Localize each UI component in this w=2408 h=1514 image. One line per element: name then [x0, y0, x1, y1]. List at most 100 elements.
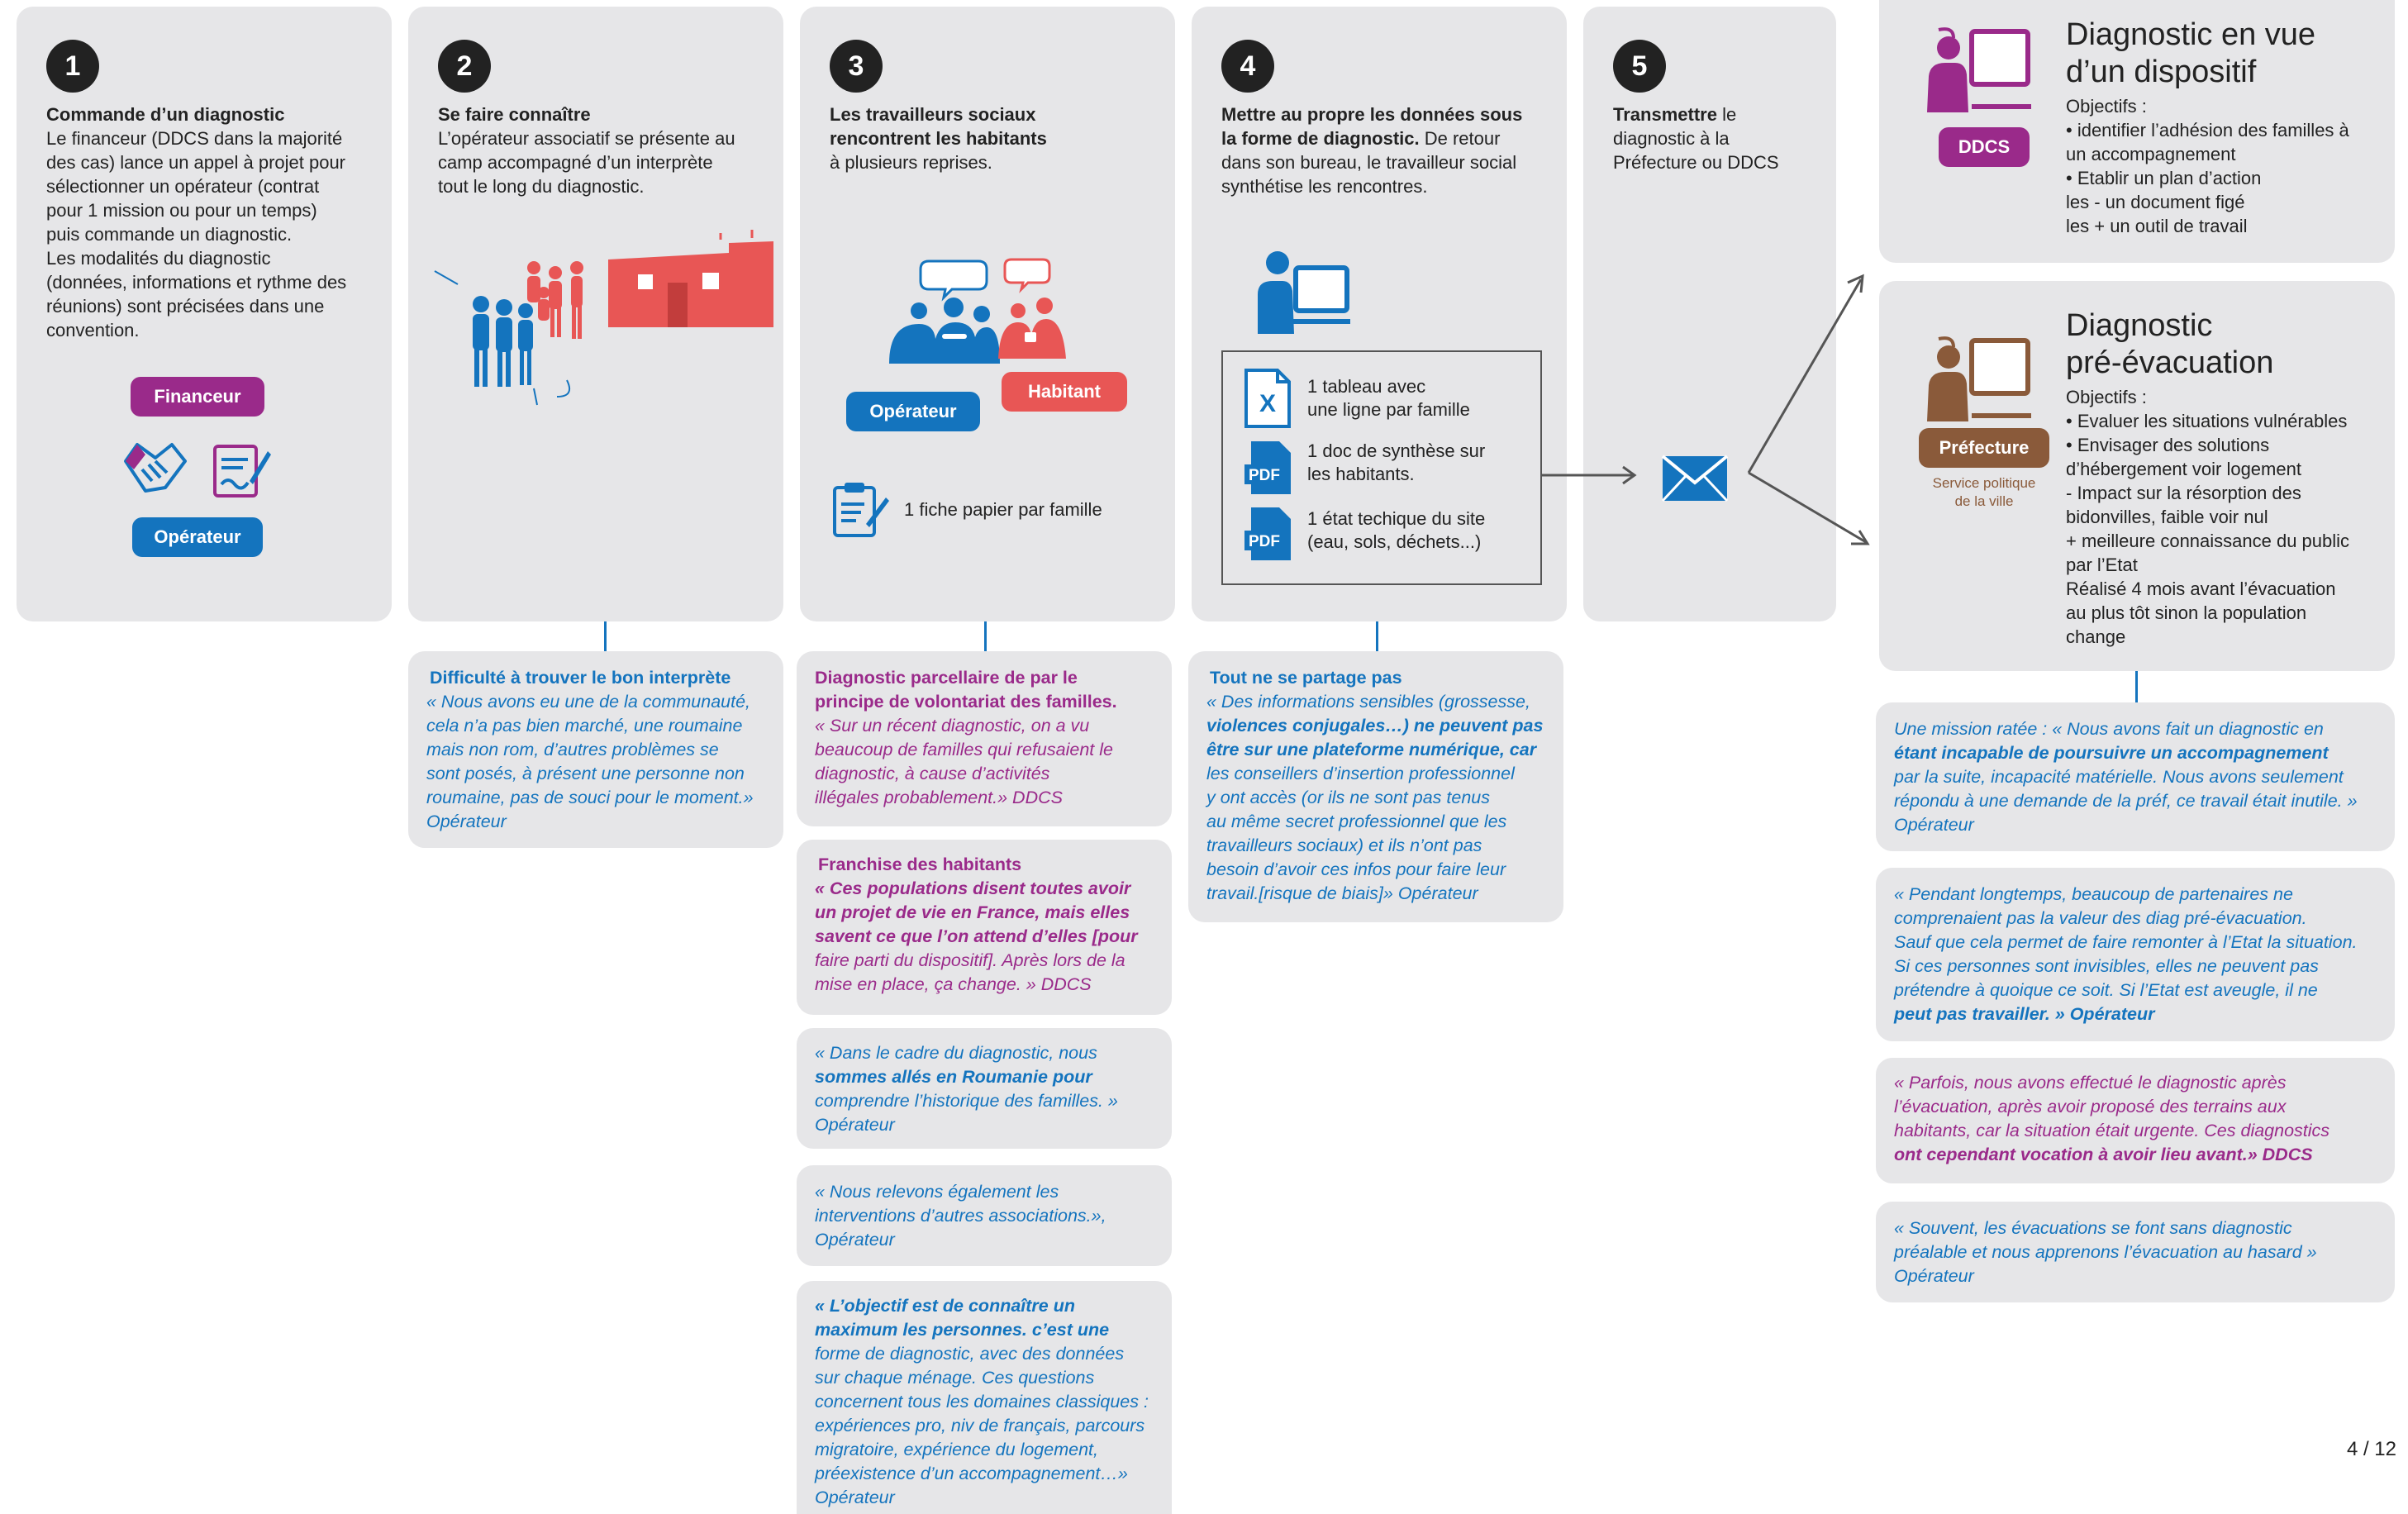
step-1-text: Commande d’un diagnostic Le financeur (D…: [46, 102, 385, 342]
outcome-line: • identifier l’adhésion des familles à: [2066, 120, 2349, 140]
quote-line: Opérateur: [815, 1230, 895, 1250]
quote-line: Opérateur: [815, 1115, 895, 1135]
outcome-line: • Evaluer les situations vulnérables: [2066, 411, 2348, 431]
connector-line: [1376, 621, 1378, 651]
step-5-title-suffix: le: [1716, 104, 1737, 125]
quote-card: [1876, 1058, 2395, 1183]
outcome-title-line: Diagnostic en vue: [2066, 17, 2316, 52]
outcome-pre-evacuation-title: Diagnostic pré-évacuation: [2066, 307, 2380, 382]
step-2-line: tout le long du diagnostic.: [438, 176, 645, 197]
quote-line: expériences pro, niv de français, parcou…: [815, 1416, 1145, 1435]
quote-card: [797, 1028, 1172, 1149]
step-3-title: Les travailleurs sociaux: [830, 104, 1036, 125]
outcome-line: par l’Etat: [2066, 555, 2138, 575]
quote-line: faire parti du dispositif]. Après lors d…: [815, 950, 1125, 970]
quote-line: maximum les personnes. c’est une: [815, 1320, 1110, 1340]
outcome-line: • Envisager des solutions: [2066, 435, 2270, 455]
step-1-line: puis commande un diagnostic.: [46, 224, 293, 245]
pdf-icon: PDF: [1244, 441, 1291, 494]
step-2-number: 2: [438, 40, 491, 93]
quote-line: besoin d’avoir ces infos pour faire leur: [1206, 859, 1506, 879]
outcome-dispositif-title: Diagnostic en vue d’un dispositif: [2066, 17, 2380, 91]
step-1-line: pour 1 mission ou pour un temps): [46, 200, 317, 221]
quote-line: prétendre à quoique ce soit. Si l’Etat e…: [1894, 980, 2318, 1000]
step-1-line: convention.: [46, 320, 140, 340]
doc-line: 1 doc de synthèse sur: [1307, 440, 1486, 461]
quote-card: [797, 651, 1172, 826]
step-1-line: Le financeur (DDCS dans la majorité: [46, 128, 343, 149]
quote-line: cela n’a pas bien marché, une roumaine: [426, 716, 743, 736]
quote-line: Opérateur: [815, 1488, 895, 1507]
outcome-title-line: pré-évacuation: [2066, 345, 2274, 380]
quote-line: « Des informations sensibles (grossesse,: [1206, 692, 1530, 712]
connector-line: [604, 621, 607, 651]
step-5-number: 5: [1613, 40, 1666, 93]
step-4-number: 4: [1221, 40, 1274, 93]
quote-line: « Dans le cadre du diagnostic, nous: [815, 1043, 1097, 1063]
quote-line: beaucoup de familles qui refusaient le: [815, 740, 1113, 759]
quote-line: « Ces populations disent toutes avoir: [815, 878, 1131, 898]
prefecture-subtitle: Service politique de la ville: [1906, 474, 2063, 511]
quote-line: violences conjugales…) ne peuvent pas: [1206, 716, 1544, 736]
quote-associations: « Nous relevons également les interventi…: [815, 1180, 1162, 1252]
connector-line: [984, 621, 987, 651]
outcome-title-line: d’un dispositif: [2066, 55, 2257, 89]
quote-line: Une mission ratée : « Nous avons fait un…: [1894, 719, 2324, 739]
step-4-line: synthétise les rencontres.: [1221, 176, 1428, 197]
quote-line: habitants, car la situation était urgent…: [1894, 1121, 2330, 1140]
outcome-title-line: Diagnostic: [2066, 308, 2213, 343]
quote-title: principe de volontariat des familles.: [815, 692, 1117, 712]
quote-line: interventions d’autres associations.»,: [815, 1206, 1106, 1226]
family-icon: [434, 261, 583, 406]
step-4-title: la forme de diagnostic.: [1221, 128, 1420, 149]
quote-line: comprenaient pas la valeur des diag pré-…: [1894, 908, 2307, 928]
quote-line: répondu à une demande de la préf, ce tra…: [1894, 791, 2358, 811]
quote-line: Opérateur: [1894, 1266, 1974, 1286]
operateur-badge: Opérateur: [846, 392, 980, 431]
computer-worker-icon: [1258, 251, 1350, 334]
outcome-line: change: [2066, 626, 2126, 647]
quote-line: sommes allés en Roumanie pour: [815, 1067, 1092, 1087]
quote-objectif: « L’objectif est de connaître un maximum…: [815, 1294, 1162, 1510]
outcome-line: un accompagnement: [2066, 144, 2236, 164]
quote-card: [408, 651, 783, 848]
quote-line: au même secret professionnel que les: [1206, 812, 1507, 831]
step-3-line: à plusieurs reprises.: [830, 152, 992, 173]
outcome-line: Objectifs :: [2066, 96, 2147, 117]
documents-box: [1221, 350, 1542, 585]
svg-text:PDF: PDF: [1249, 467, 1280, 484]
step-3-title: rencontrent les habitants: [830, 128, 1047, 149]
envelope-icon: [1661, 455, 1729, 502]
quote-card: [1876, 1202, 2395, 1302]
page-number: 4 / 12: [2346, 1438, 2396, 1460]
quote-line: l’évacuation, après avoir proposé des te…: [1894, 1097, 2287, 1116]
quote-title: Franchise des habitants: [818, 855, 1022, 874]
step-5-text: Transmettre le diagnostic à la Préfectur…: [1613, 102, 1828, 174]
quote-line: ont cependant vocation à avoir lieu avan…: [1894, 1145, 2313, 1164]
quote-line: « Nous avons eu une de la communauté,: [426, 692, 751, 712]
prefecture-badge: Préfecture: [1919, 428, 2049, 468]
step-1-line: Les modalités du diagnostic: [46, 248, 271, 269]
outcome-line: les - un document figé: [2066, 192, 2245, 212]
outcome-line: - Impact sur la résorption des: [2066, 483, 2301, 503]
prefecture-subtitle-line: de la ville: [1954, 493, 2014, 509]
outcome-dispositif-text: Objectifs : • identifier l’adhésion des …: [2066, 94, 2388, 238]
operateur-badge: Opérateur: [132, 517, 263, 557]
step-5-card: [1583, 7, 1836, 621]
quote-mission-ratee: Une mission ratée : « Nous avons fait un…: [1894, 717, 2387, 837]
form-icon: [833, 483, 889, 537]
quote-line: « Sur un récent diagnostic, on a vu: [815, 716, 1090, 736]
quote-partage: Tout ne se partage pas « Des information…: [1206, 666, 1554, 906]
ddcs-badge: DDCS: [1939, 127, 2030, 167]
quote-card: [1876, 702, 2395, 851]
quote-line: roumaine, pas de souci pour le moment.»: [426, 788, 754, 807]
step-4-title-suffix: De retour: [1419, 128, 1501, 149]
fiche-label: 1 fiche papier par famille: [904, 499, 1102, 520]
quote-title: Diagnostic parcellaire de par le: [815, 668, 1078, 688]
quote-card: [1876, 868, 2395, 1041]
step-2-line: L’opérateur associatif se présente au: [438, 128, 735, 149]
outcome-line: Objectifs :: [2066, 387, 2147, 407]
quote-line: Opérateur: [426, 812, 507, 831]
